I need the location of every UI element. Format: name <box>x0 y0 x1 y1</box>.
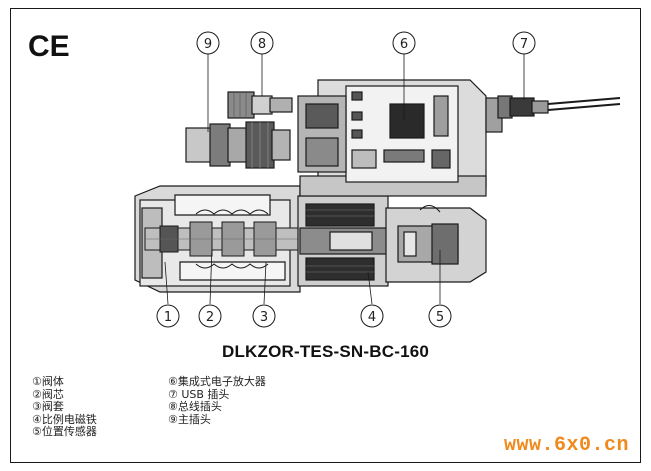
valve-spool <box>144 221 301 257</box>
callout-1-label: 1 <box>164 310 172 325</box>
diagram-frame <box>10 8 641 463</box>
callout-2-label: 2 <box>206 310 214 325</box>
proportional-solenoid <box>297 195 391 287</box>
legend-item-spool: ②阀芯 <box>32 387 64 401</box>
legend-item-electronics: ⑥集成式电子放大器 <box>168 375 266 388</box>
legend-left: ①阀体 ②阀芯 ③阀套 ④比例电磁铁 ⑤位置传感器 <box>32 375 97 439</box>
model-title: DLKZOR-TES-SN-BC-160 <box>221 342 430 361</box>
legend-item-valve-body: ①阀体 <box>32 375 64 388</box>
callout-7: 7 <box>512 31 536 55</box>
callout-4-label: 4 <box>368 310 376 325</box>
usb-plug <box>497 95 621 119</box>
position-sensor <box>385 205 487 283</box>
callout-8-label: 8 <box>258 37 266 52</box>
ce-mark: CE <box>28 30 70 63</box>
callout-1: 1 <box>156 304 180 328</box>
callout-8: 8 <box>250 31 274 55</box>
legend-item-usb-plug: ⑦ USB 插头 <box>168 387 230 401</box>
legend-right: ⑥集成式电子放大器 ⑦ USB 插头 ⑧总线插头 ⑨主插头 <box>168 375 266 426</box>
legend-item-position-sensor: ⑤位置传感器 <box>32 425 97 439</box>
callout-leaders <box>164 54 525 305</box>
watermark: www.6x0.cn <box>503 434 629 457</box>
callout-9-label: 9 <box>204 37 212 52</box>
bus-plug <box>227 91 293 119</box>
callout-3: 3 <box>252 304 276 328</box>
callout-5-label: 5 <box>436 310 444 325</box>
integrated-electronics <box>297 79 503 197</box>
legend-item-solenoid: ④比例电磁铁 <box>32 412 97 426</box>
legend-item-bus-plug: ⑧总线插头 <box>168 400 222 414</box>
legend-item-main-plug: ⑨主插头 <box>168 412 211 426</box>
callout-9: 9 <box>196 31 220 55</box>
valve-sleeve <box>195 209 269 269</box>
callout-7-label: 7 <box>520 37 528 52</box>
callout-2: 2 <box>198 304 222 328</box>
callout-6-label: 6 <box>400 37 408 52</box>
callout-6: 6 <box>392 31 416 55</box>
callout-5: 5 <box>428 304 452 328</box>
main-plug <box>185 121 291 169</box>
legend-item-sleeve: ③阀套 <box>32 400 64 414</box>
callout-4: 4 <box>360 304 384 328</box>
callout-3-label: 3 <box>260 310 268 325</box>
